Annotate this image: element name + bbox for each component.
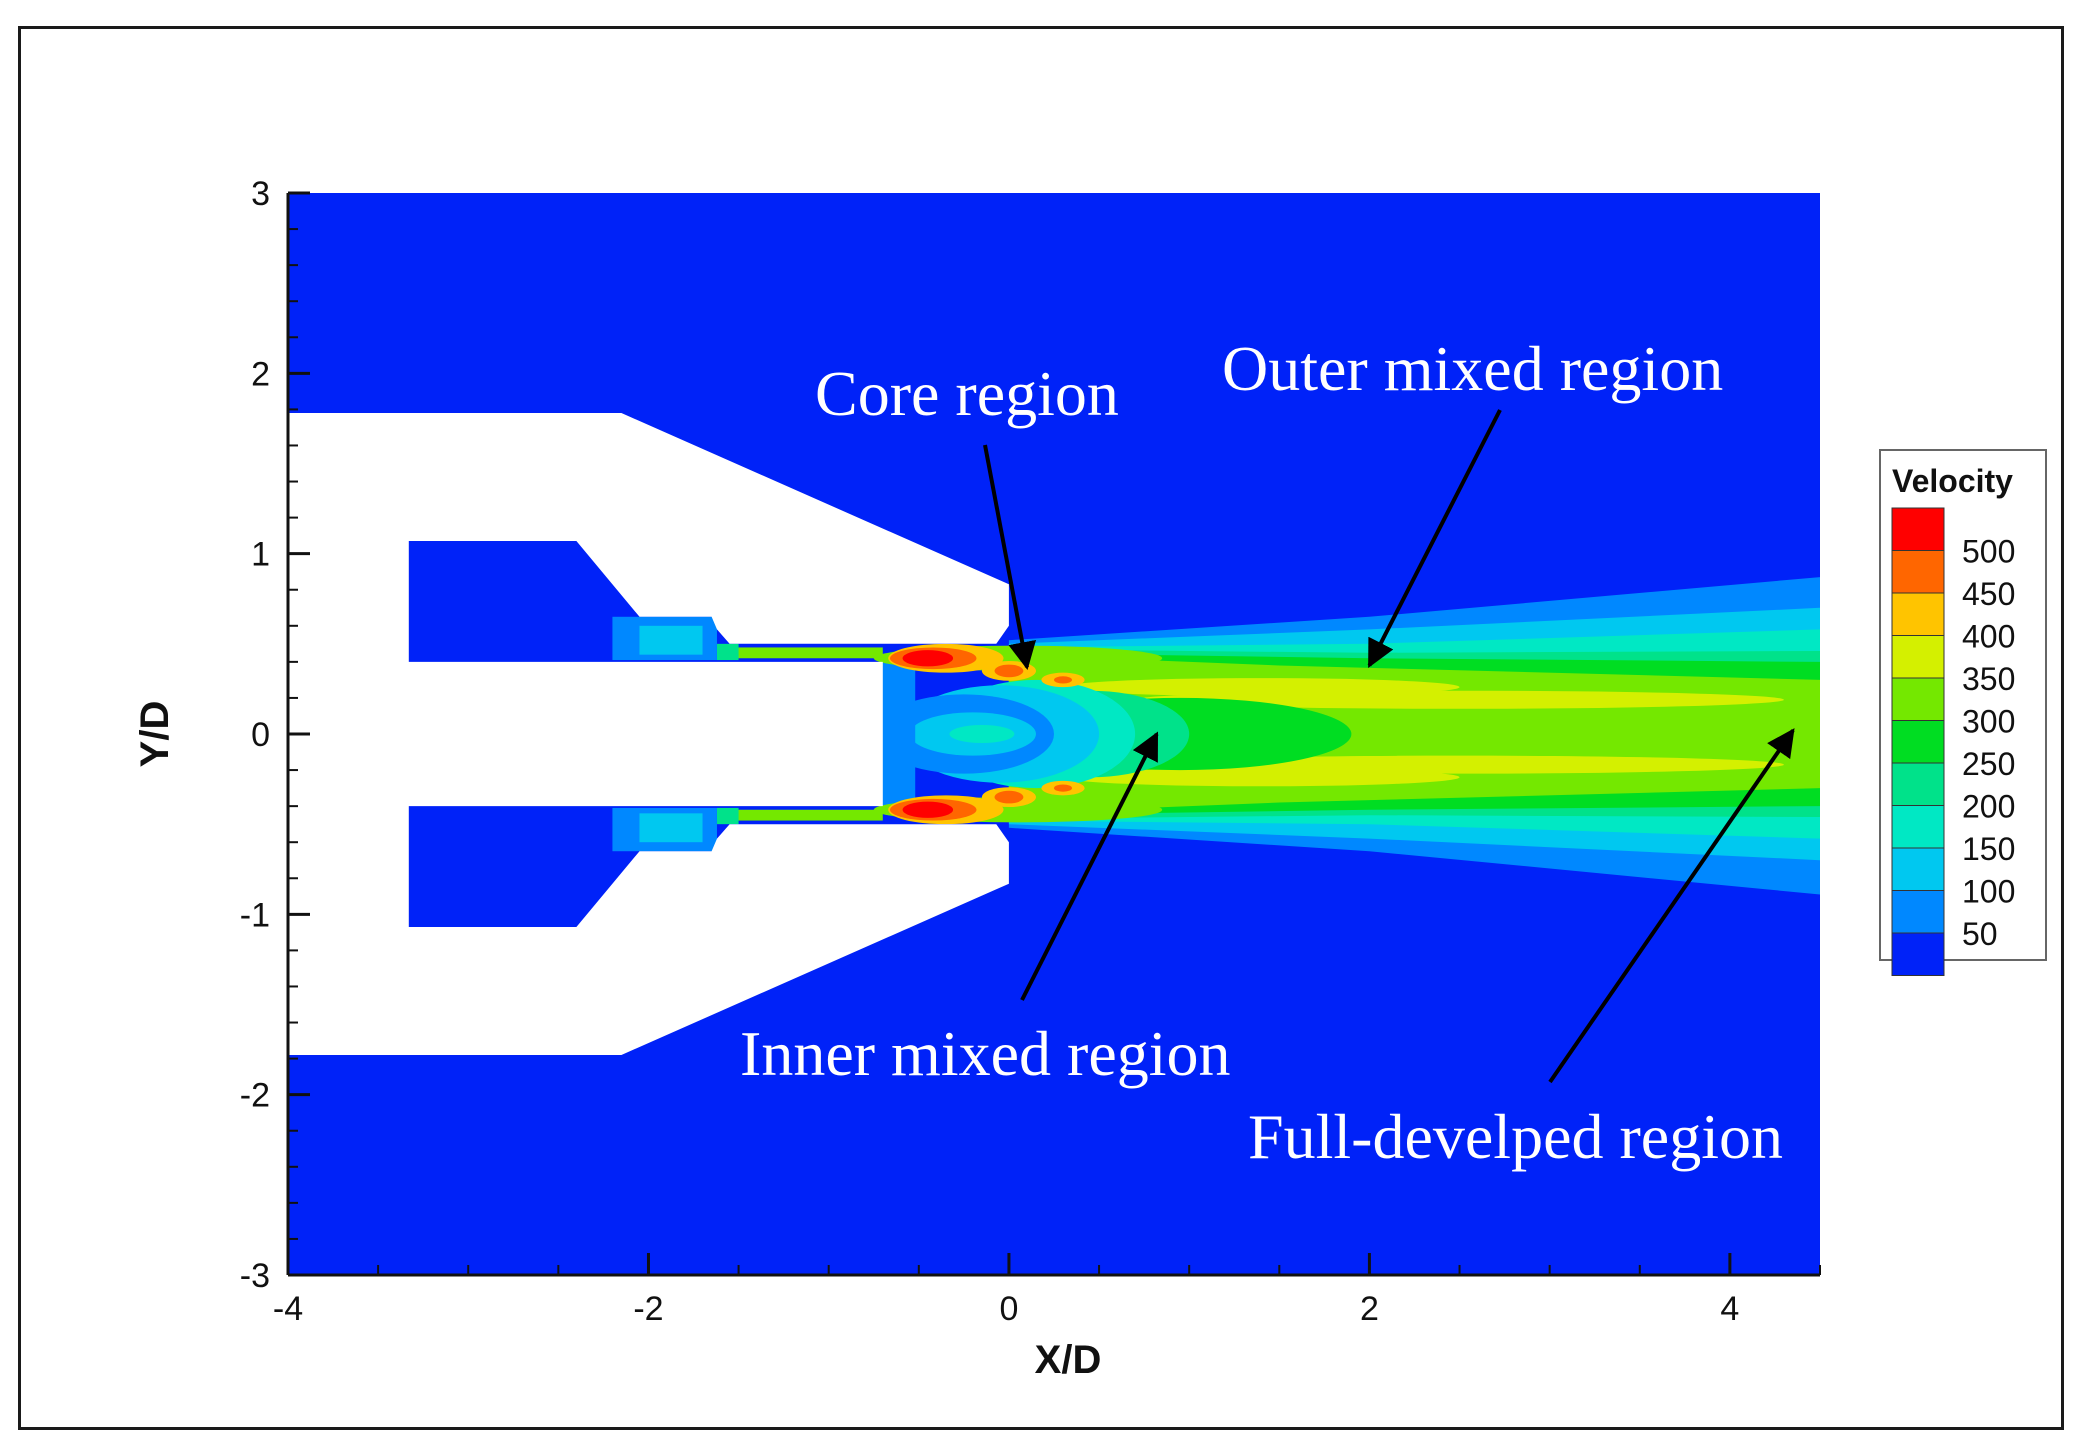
legend-label: 150: [1962, 831, 2015, 867]
x-tick-label: 2: [1360, 1290, 1379, 1328]
annular-channel: [716, 643, 739, 661]
legend-swatch: [1891, 932, 1945, 976]
legend-label: 200: [1962, 789, 2015, 825]
annotation-label: Outer mixed region: [1222, 333, 1723, 404]
y-tick-label: -2: [240, 1077, 270, 1115]
y-tick-label: 1: [251, 536, 270, 574]
x-tick-label: -4: [273, 1290, 303, 1328]
hot-spot: [902, 650, 954, 667]
legend-swatch: [1891, 635, 1945, 679]
nozzle-geometry: [288, 413, 1009, 1055]
legend-label: 100: [1962, 874, 2015, 910]
x-axis-title: X/D: [1035, 1338, 1102, 1382]
legend-swatch: [1891, 507, 1945, 551]
x-tick-label: 4: [1720, 1290, 1739, 1328]
y-tick-label: -3: [240, 1257, 270, 1295]
x-tick-label: -2: [633, 1290, 663, 1328]
hot-spot: [1054, 784, 1073, 792]
legend-swatch: [1891, 890, 1945, 934]
y-tick-label: 0: [251, 716, 270, 754]
hot-spot: [994, 790, 1024, 804]
hot-spot: [902, 801, 954, 818]
legend-swatch: [1891, 677, 1945, 721]
annular-channel: [639, 625, 703, 655]
legend-swatch: [1891, 805, 1945, 849]
legend-swatch: [1891, 592, 1945, 636]
y-tick-label: -1: [240, 896, 270, 934]
y-tick-label: 2: [251, 355, 270, 393]
legend-swatch: [1891, 847, 1945, 891]
inner-mixed-zone: [949, 724, 1015, 744]
y-axis-title: Y/D: [133, 701, 177, 768]
velocity-streak: [1063, 768, 1460, 787]
annotation-arrow: [1367, 409, 1502, 668]
annotation-arrow: [983, 444, 1037, 671]
annotation-arrow: [1020, 731, 1159, 1001]
legend-label: 300: [1962, 704, 2015, 740]
annotation-arrow: [1548, 728, 1795, 1084]
legend-label: 350: [1962, 661, 2015, 697]
annotation-label: Inner mixed region: [740, 1018, 1231, 1089]
annular-channel: [729, 809, 883, 821]
legend-swatch: [1891, 720, 1945, 764]
legend-swatch: [1891, 550, 1945, 594]
legend-label: 250: [1962, 746, 2015, 782]
legend-title: Velocity: [1892, 463, 2013, 499]
annotation-label: Full-develped region: [1248, 1101, 1783, 1172]
velocity-streak: [1063, 678, 1460, 697]
nozzle-body: [288, 413, 1009, 1055]
hot-spot: [1054, 676, 1073, 684]
legend: Velocity 500 450 400 350 300 250 200 150 100 50: [1879, 449, 2047, 976]
y-tick-label: 3: [251, 175, 270, 213]
annular-channel: [716, 807, 739, 825]
legend-label: 500: [1962, 534, 2015, 570]
annular-channel: [729, 647, 883, 659]
legend-swatch: [1891, 762, 1945, 806]
velocity-field: [612, 577, 1820, 895]
x-tick-label: 0: [999, 1290, 1018, 1328]
legend-label: 400: [1962, 619, 2015, 655]
legend-label: 450: [1962, 576, 2015, 612]
inner-mixed-zone: [879, 660, 916, 808]
annular-channel: [639, 813, 703, 843]
hot-spot: [994, 664, 1024, 678]
axes: -4 -2 0 2 4 -3 -2 -1 0 1 2 3X/D Y/D: [133, 175, 1821, 1382]
legend-label: 50: [1962, 916, 1998, 952]
annotation-label: Core region: [815, 358, 1119, 429]
